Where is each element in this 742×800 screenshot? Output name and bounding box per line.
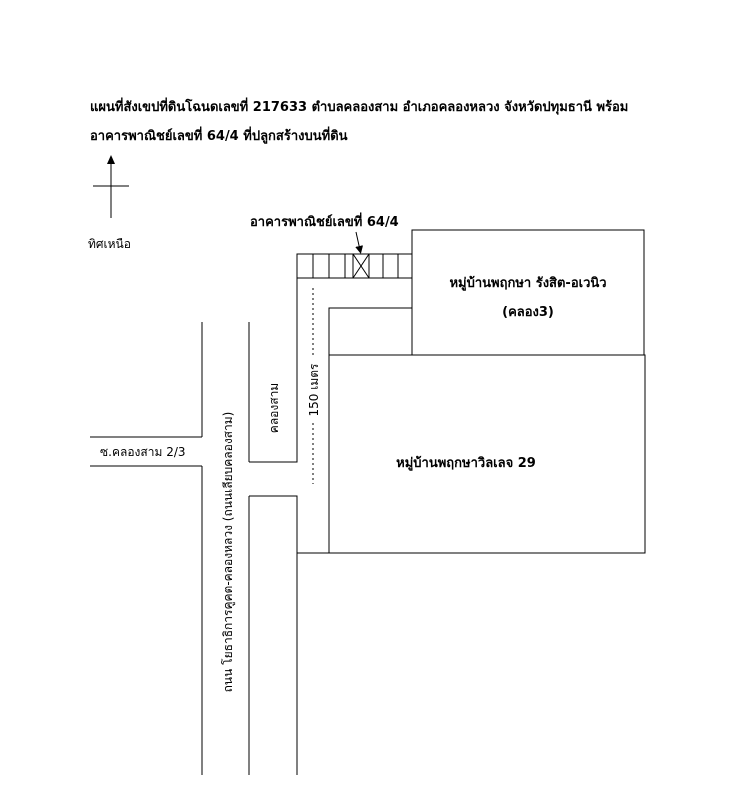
canal-label: คลองสาม bbox=[267, 383, 281, 433]
north-label: ทิศเหนือ bbox=[88, 237, 131, 251]
building-marker-icon bbox=[352, 253, 370, 279]
village-main-parcel bbox=[328, 354, 646, 554]
village-top-parcel bbox=[411, 229, 645, 356]
village-top-name: หมู่บ้านพฤกษา รังสิต-อเวนิว bbox=[449, 275, 606, 291]
distance-label-bg bbox=[305, 356, 321, 420]
commercial-building bbox=[296, 253, 413, 279]
building-pointer-arrow-icon bbox=[355, 231, 364, 254]
soi-label: ซ.คลองสาม 2/3 bbox=[100, 445, 186, 459]
main-road-label: ถนน โยธาธิการคูคต-คลองหลวง (ถนนเลียบคลอง… bbox=[221, 412, 236, 693]
distance-label: 150 เมตร bbox=[307, 363, 321, 417]
north-arrow-icon bbox=[93, 155, 129, 218]
village-main-name: หมู่บ้านพฤกษาวิลเลจ 29 bbox=[396, 455, 536, 471]
soi-road bbox=[90, 436, 202, 467]
canal-block bbox=[249, 278, 298, 775]
map-title-line-2: อาคารพาณิชย์เลขที่ 64/4 ที่ปลูกสร้างบนที… bbox=[90, 129, 348, 144]
map-title-line-1: แผนที่สังเขปที่ดินโฉนดเลขที่ 217633 ตำบล… bbox=[90, 100, 629, 115]
main-road bbox=[201, 322, 250, 775]
building-label: อาคารพาณิชย์เลขที่ 64/4 bbox=[250, 212, 399, 230]
village-top-sub: (คลอง3) bbox=[502, 305, 554, 320]
